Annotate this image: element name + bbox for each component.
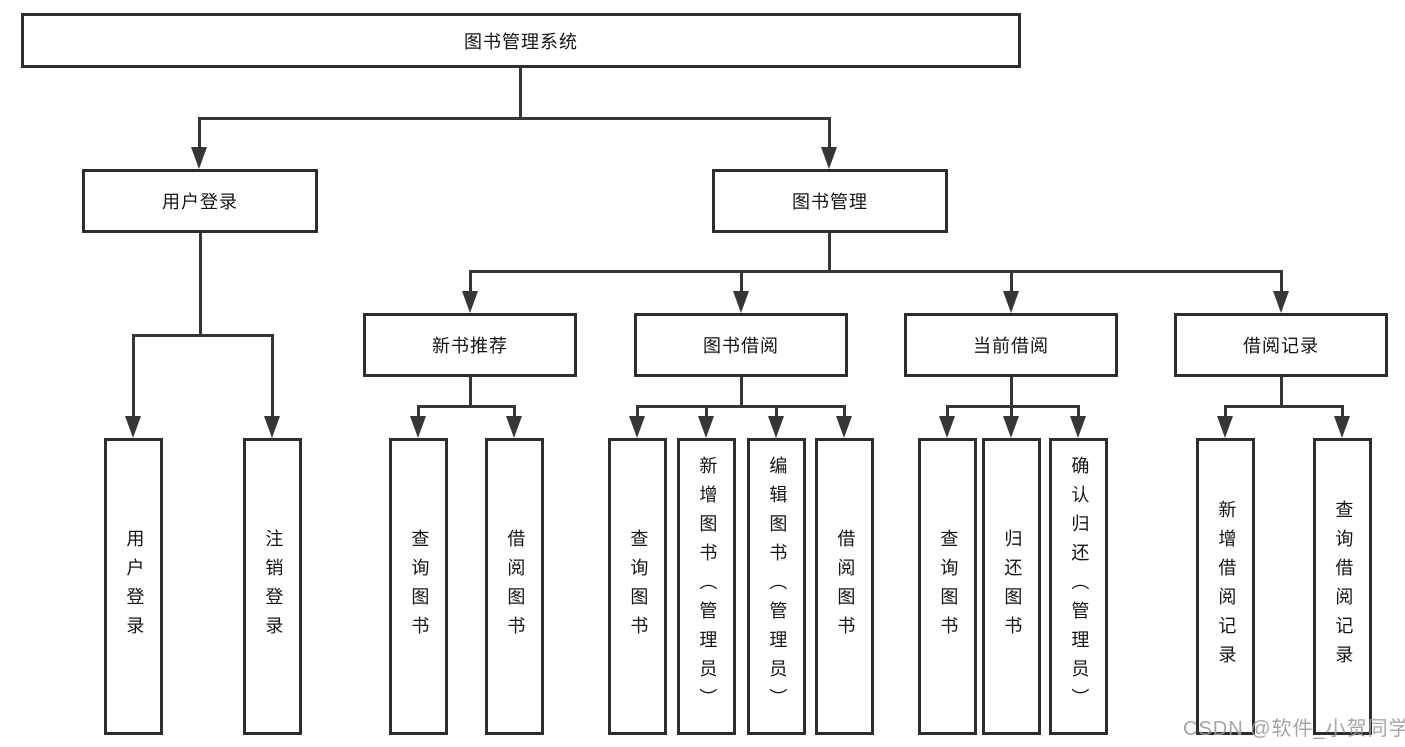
connector-borrowing-drop4	[843, 405, 846, 416]
leaf-label: 查询图书	[938, 528, 959, 645]
connector-recommend-drop1	[417, 405, 420, 416]
arrowhead-recommend-leaf1	[410, 416, 426, 438]
arrowhead-to-logout-leaf	[264, 416, 280, 438]
leaf-recommend-borrow-books: 借阅图书	[485, 438, 544, 735]
connector-records-drop1	[1224, 405, 1227, 416]
leaf-label: 新增借阅记录	[1216, 499, 1237, 674]
node-label: 图书管理	[792, 192, 868, 212]
node-user-login: 用户登录	[82, 169, 318, 233]
connector-root-stem	[519, 68, 522, 117]
connector-root-drop-right	[828, 117, 831, 147]
connector-book-mgmt-drop4	[1280, 270, 1283, 291]
node-label: 借阅记录	[1243, 336, 1319, 356]
arrowhead-records-leaf2	[1334, 416, 1350, 438]
arrowhead-to-current-borrowing	[1003, 291, 1019, 313]
connector-recommend-drop2	[513, 405, 516, 416]
connector-root-drop-left	[198, 117, 201, 147]
connector-user-login-drop2	[271, 334, 274, 416]
leaf-current-confirm-return-admin: 确认归还（管理员）	[1049, 438, 1108, 735]
leaf-borrowing-edit-books-admin: 编辑图书（管理员）	[747, 438, 806, 735]
leaf-label: 查询图书	[628, 528, 649, 645]
arrowhead-to-book-borrowing	[733, 291, 749, 313]
connector-records-drop2	[1341, 405, 1344, 416]
arrowhead-records-leaf1	[1217, 416, 1233, 438]
connector-book-mgmt-bar	[469, 270, 1283, 273]
arrowhead-borrowing-leaf4	[836, 416, 852, 438]
csdn-watermark: CSDN @软件_小贺同学	[1183, 718, 1405, 740]
leaf-label: 用户登录	[124, 528, 145, 645]
arrowhead-recommend-leaf2	[506, 416, 522, 438]
leaf-borrowing-add-books-admin: 新增图书（管理员）	[677, 438, 736, 735]
leaf-label: 归还图书	[1002, 528, 1023, 645]
connector-borrowing-drop2	[705, 405, 708, 416]
leaf-records-query-record: 查询借阅记录	[1313, 438, 1372, 735]
node-book-management: 图书管理	[712, 169, 948, 233]
node-label: 用户登录	[162, 192, 238, 212]
connector-current-drop2	[1010, 405, 1013, 416]
leaf-logout: 注销登录	[243, 438, 302, 735]
leaf-user-login: 用户登录	[104, 438, 163, 735]
connector-user-login-drop1	[132, 334, 135, 416]
leaf-label: 借阅图书	[835, 528, 856, 645]
node-book-borrowing: 图书借阅	[634, 313, 848, 377]
connector-book-mgmt-drop3	[1010, 270, 1013, 291]
leaf-label: 编辑图书（管理员）	[767, 456, 788, 717]
leaf-current-query-books: 查询图书	[918, 438, 977, 735]
node-label: 新书推荐	[432, 336, 508, 356]
leaf-label: 注销登录	[263, 528, 284, 645]
connector-book-mgmt-drop2	[740, 270, 743, 291]
connector-current-drop3	[1077, 405, 1080, 416]
node-library-management-system: 图书管理系统	[21, 13, 1021, 68]
node-label: 图书管理系统	[464, 31, 578, 52]
connector-records-bar	[1224, 405, 1344, 408]
arrowhead-to-user-login	[191, 147, 207, 169]
connector-borrowing-stem	[740, 377, 743, 408]
node-new-book-recommend: 新书推荐	[363, 313, 577, 377]
arrowhead-borrowing-leaf2	[698, 416, 714, 438]
connector-user-login-bar	[132, 334, 274, 337]
node-label: 图书借阅	[703, 336, 779, 356]
connector-borrowing-drop3	[775, 405, 778, 416]
connector-borrowing-bar	[636, 405, 846, 408]
leaf-borrowing-borrow-books: 借阅图书	[815, 438, 874, 735]
leaf-label: 新增图书（管理员）	[697, 456, 718, 717]
arrowhead-borrowing-leaf1	[629, 416, 645, 438]
arrowhead-current-leaf2	[1003, 416, 1019, 438]
arrowhead-to-login-leaf	[125, 416, 141, 438]
arrowhead-to-borrowing-records	[1273, 291, 1289, 313]
arrowhead-to-new-book-recommend	[462, 291, 478, 313]
connector-recommend-stem	[469, 377, 472, 408]
node-label: 当前借阅	[973, 336, 1049, 356]
arrowhead-borrowing-leaf3	[768, 416, 784, 438]
connector-user-login-stem	[199, 233, 202, 337]
connector-book-mgmt-drop1	[469, 270, 472, 291]
leaf-recommend-query-books: 查询图书	[389, 438, 448, 735]
node-current-borrowing: 当前借阅	[904, 313, 1118, 377]
leaf-label: 借阅图书	[505, 528, 526, 645]
connector-recommend-bar	[417, 405, 516, 408]
leaf-label: 查询图书	[409, 528, 430, 645]
arrowhead-current-leaf3	[1070, 416, 1086, 438]
connector-book-mgmt-stem	[828, 233, 831, 273]
connector-current-bar	[946, 405, 1080, 408]
leaf-current-return-books: 归还图书	[982, 438, 1041, 735]
connector-borrowing-drop1	[636, 405, 639, 416]
leaf-label: 查询借阅记录	[1333, 499, 1354, 674]
connector-current-stem	[1010, 377, 1013, 408]
leaf-borrowing-query-books: 查询图书	[608, 438, 667, 735]
arrowhead-to-book-management	[821, 147, 837, 169]
connector-records-stem	[1280, 377, 1283, 408]
node-borrowing-records: 借阅记录	[1174, 313, 1388, 377]
leaf-label: 确认归还（管理员）	[1069, 456, 1090, 717]
connector-root-bar	[198, 117, 831, 120]
arrowhead-current-leaf1	[939, 416, 955, 438]
leaf-records-add-record: 新增借阅记录	[1196, 438, 1255, 735]
connector-current-drop1	[946, 405, 949, 416]
